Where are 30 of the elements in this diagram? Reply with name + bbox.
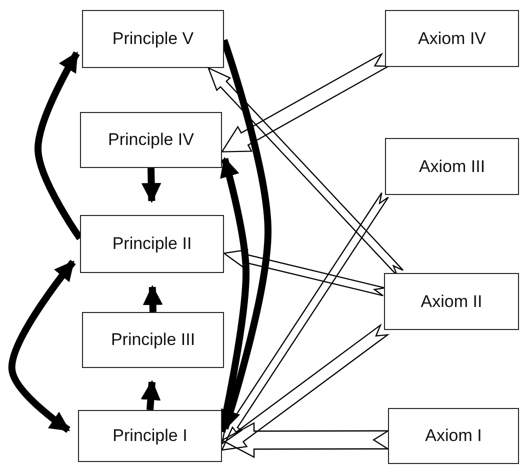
box-label: Axiom IV <box>418 28 486 48</box>
text-box <box>385 10 519 67</box>
text-box <box>80 112 222 168</box>
block-arrow <box>221 192 389 446</box>
block-arrow <box>222 248 386 296</box>
arrow <box>220 39 272 430</box>
arrow <box>140 380 161 410</box>
block-arrow <box>221 323 390 451</box>
block-arrow <box>220 52 391 152</box>
arrow <box>34 51 83 240</box>
arrow <box>218 156 250 433</box>
text-box <box>388 408 519 464</box>
box-label: Axiom II <box>420 292 482 312</box>
box-label: Axiom III <box>418 156 486 176</box>
box-label: Principle IV <box>108 130 194 150</box>
text-box <box>78 410 222 462</box>
box-label: Principle V <box>112 29 194 49</box>
arrow <box>142 285 163 312</box>
text-box <box>82 312 224 368</box>
text-box <box>384 273 519 330</box>
text-box <box>82 10 224 68</box>
box-label: Principle II <box>112 234 192 254</box>
arrow <box>141 168 162 203</box>
block-arrow <box>220 422 390 458</box>
box-label: Principle I <box>112 426 188 446</box>
arrow <box>8 260 76 433</box>
box-label: Axiom I <box>425 426 482 446</box>
text-box <box>385 138 519 195</box>
box-label: Principle III <box>110 330 196 350</box>
text-box <box>80 215 224 273</box>
